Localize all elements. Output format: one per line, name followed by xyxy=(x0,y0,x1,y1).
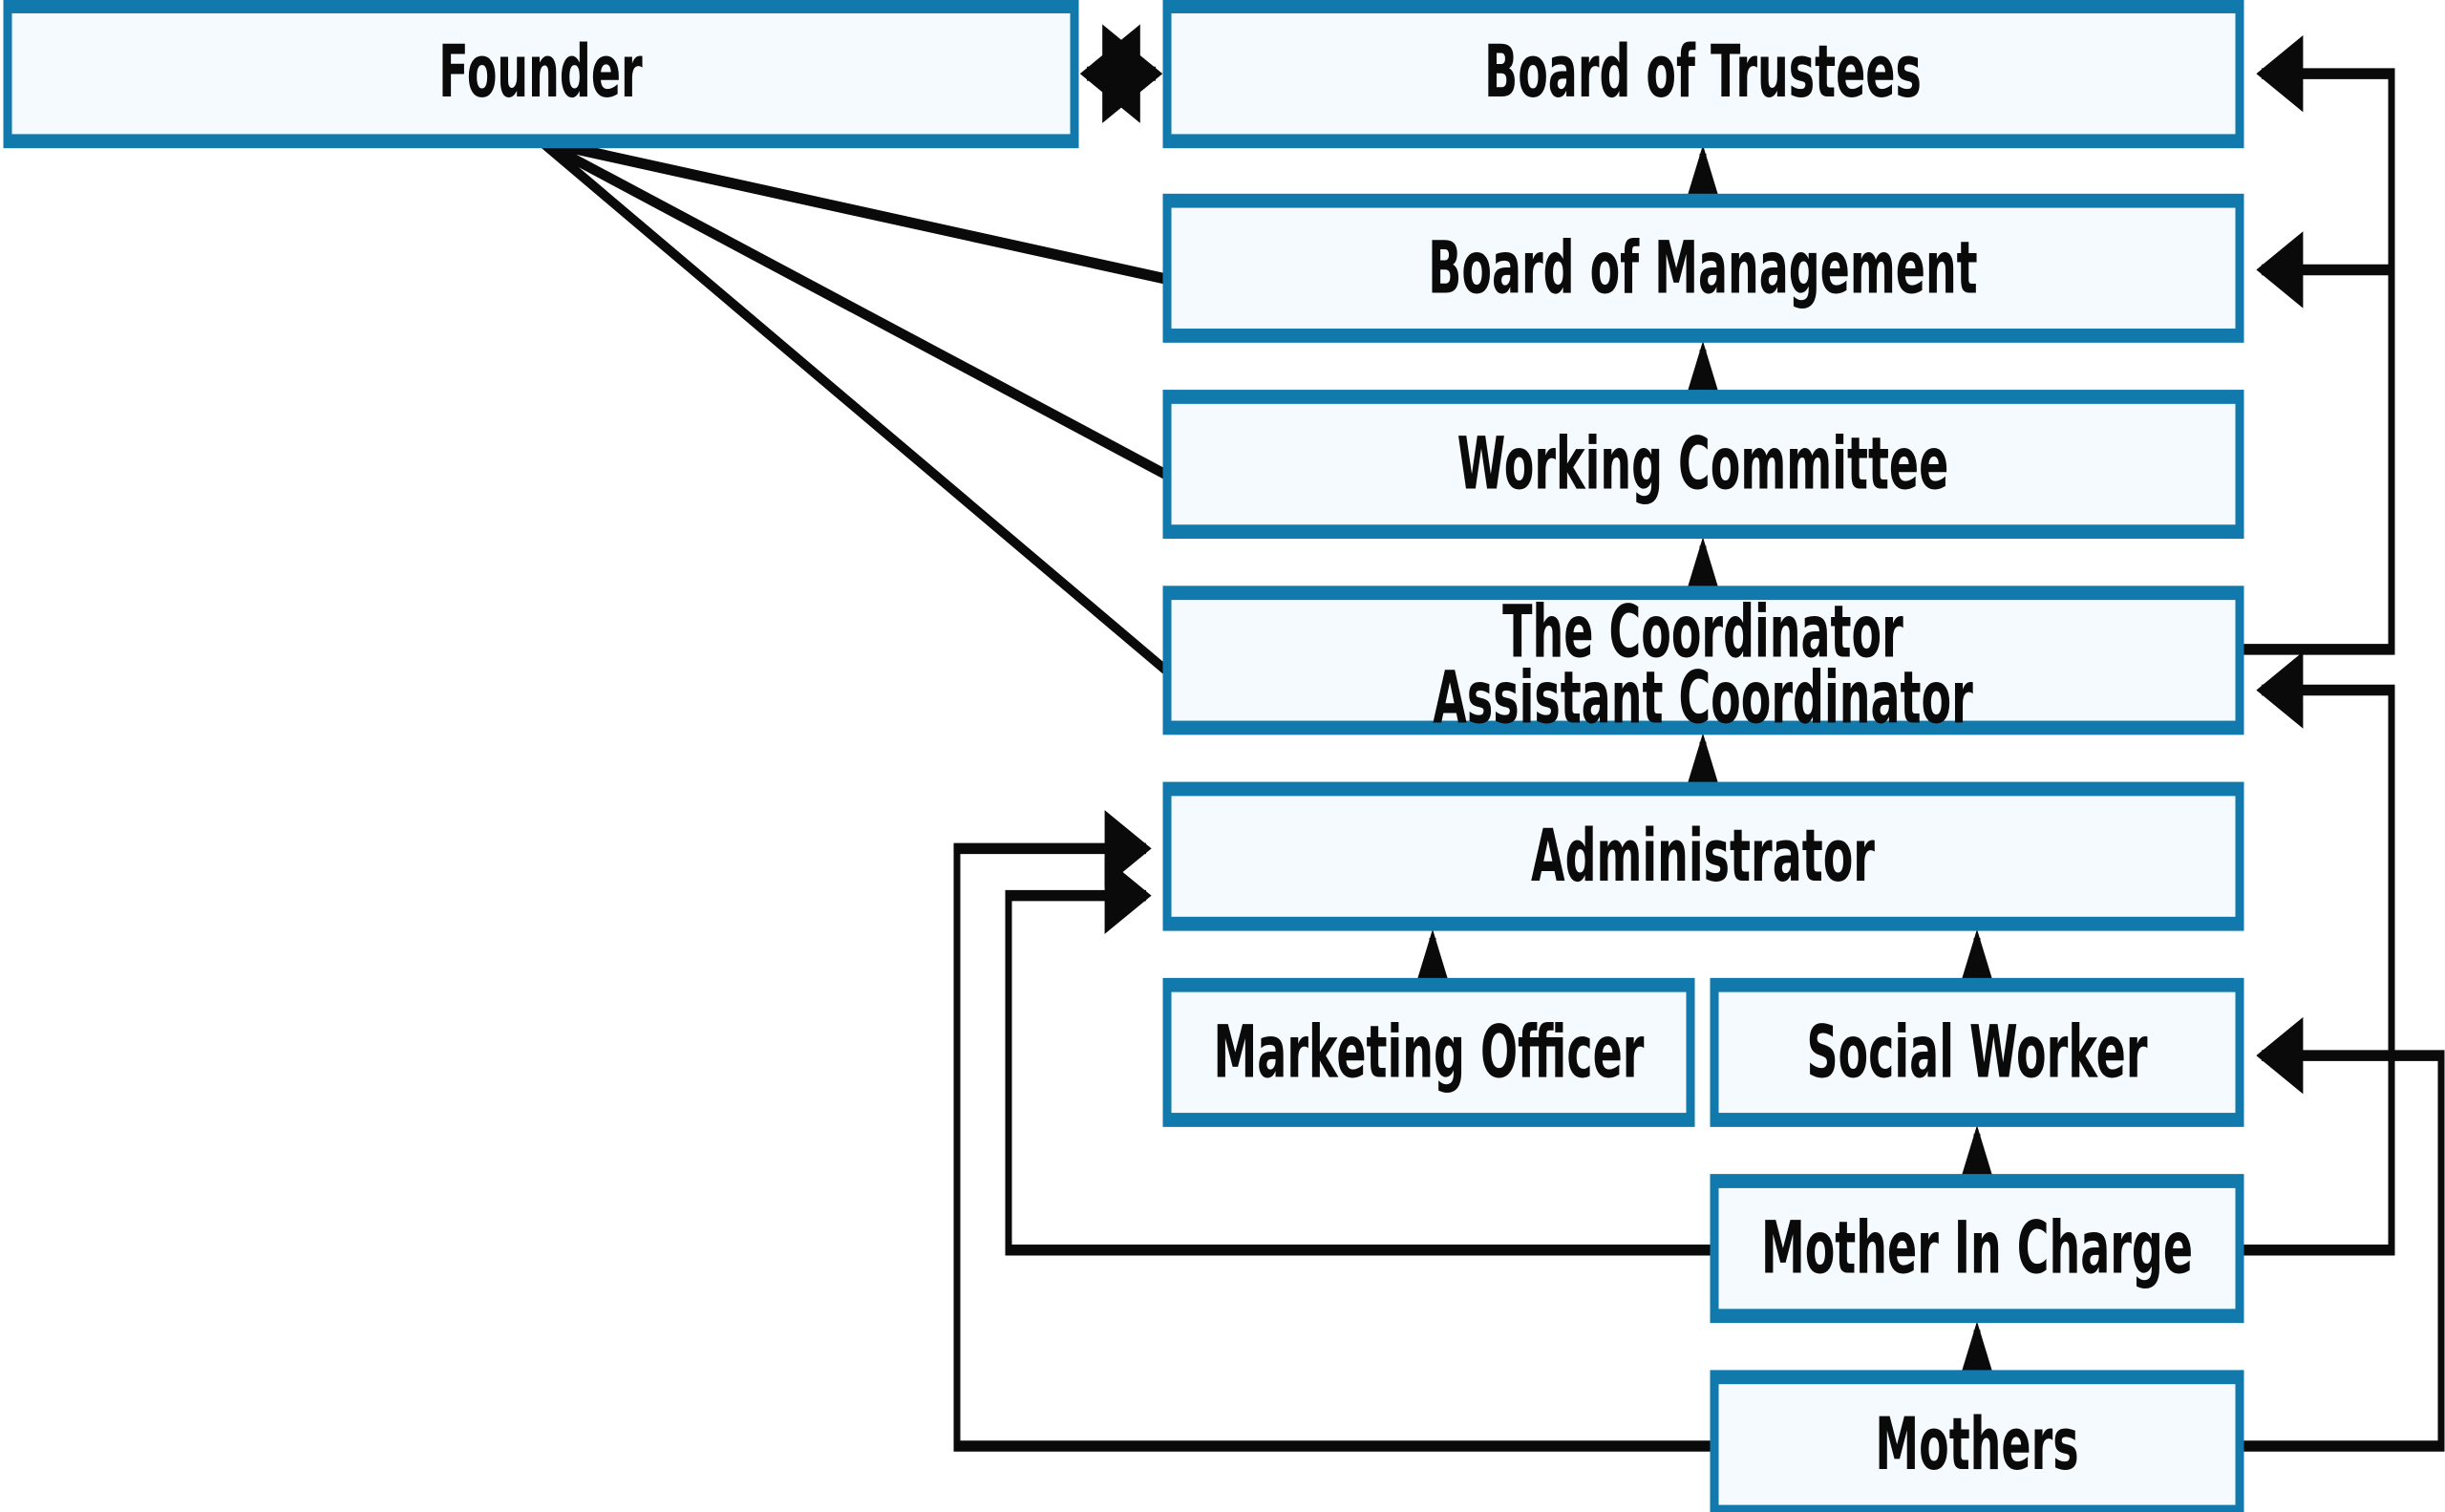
node-social-worker[interactable]: Social Worker xyxy=(1710,977,2244,1127)
node-board-of-trustees[interactable]: Board of Trustees xyxy=(1162,0,2244,149)
node-working-committee[interactable]: Working Committee xyxy=(1162,390,2244,540)
node-coordinator[interactable]: The Coordinator Assistant Coordinator xyxy=(1162,586,2244,739)
node-marketing-officer[interactable]: Marketing Officer xyxy=(1162,977,1695,1127)
node-mothers-rect[interactable] xyxy=(1710,1370,2244,1512)
node-social-worker-rect[interactable] xyxy=(1710,977,2244,1127)
node-administrator-rect[interactable] xyxy=(1162,781,2244,931)
node-board-of-management[interactable]: Board of Management xyxy=(1162,193,2244,343)
node-marketing-officer-rect[interactable] xyxy=(1162,977,1695,1127)
node-coordinator-rect[interactable] xyxy=(1162,586,2244,735)
node-board-of-management-rect[interactable] xyxy=(1162,193,2244,343)
node-mother-in-charge[interactable]: Mother In Charge xyxy=(1710,1174,2244,1324)
connector-founder-board-management xyxy=(540,136,1168,285)
node-social-worker-label: Social Worker xyxy=(1806,1010,2147,1094)
node-mothers[interactable]: Mothers xyxy=(1710,1370,2244,1512)
connector-motherincharge-to-administrator xyxy=(1005,857,1714,1256)
connector-motherincharge-to-coordinator xyxy=(2240,651,2395,1256)
connector-coordinator-to-trustees xyxy=(2240,34,2395,655)
node-working-committee-label: Working Committee xyxy=(1457,422,1949,506)
node-administrator-label: Administrator xyxy=(1531,814,1875,898)
node-group: Founder Board of Trustees Board of Manag… xyxy=(3,0,2244,1512)
node-board-of-trustees-rect[interactable] xyxy=(1162,0,2244,149)
node-coordinator-label-line2: Assistant Coordinator xyxy=(1433,655,1973,739)
node-working-committee-rect[interactable] xyxy=(1162,390,2244,540)
node-mothers-label: Mothers xyxy=(1875,1402,2078,1486)
node-coordinator-label-line1: The Coordinator xyxy=(1502,589,1903,673)
node-administrator[interactable]: Administrator xyxy=(1162,781,2244,931)
node-mother-in-charge-label: Mother In Charge xyxy=(1761,1206,2193,1290)
node-board-of-trustees-label: Board of Trustees xyxy=(1484,30,1922,114)
connector-founder-working-committee xyxy=(539,136,1169,481)
connector-group xyxy=(539,24,2445,1452)
node-founder-rect[interactable] xyxy=(3,0,1079,149)
connector-founder-coordinator xyxy=(539,136,1169,676)
node-board-of-management-label: Board of Management xyxy=(1428,225,1977,309)
node-founder[interactable]: Founder xyxy=(3,0,1079,149)
connector-mothers-to-social xyxy=(2240,1016,2445,1452)
node-mother-in-charge-rect[interactable] xyxy=(1710,1174,2244,1324)
node-marketing-officer-label: Marketing Officer xyxy=(1214,1010,1645,1094)
connector-mothers-to-administrator xyxy=(953,810,1714,1452)
node-founder-label: Founder xyxy=(438,30,643,114)
